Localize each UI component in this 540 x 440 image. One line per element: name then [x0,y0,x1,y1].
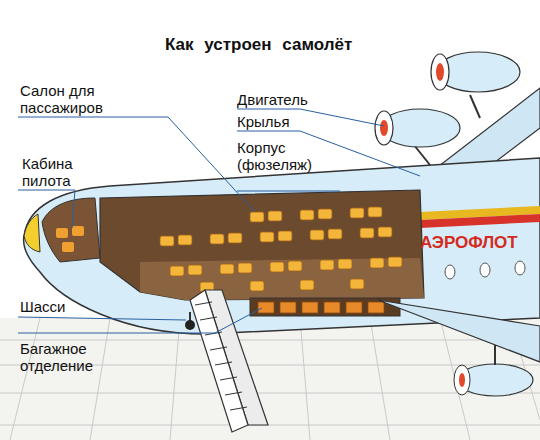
part-label: Крылья [237,113,367,130]
ground-grid [0,318,540,440]
part-label: Салон для пассажиров [20,82,180,116]
part-label: Кабина пилота [22,155,102,189]
nose-cone [24,214,40,252]
cargo-hold [250,298,400,316]
lower-wing [378,300,540,396]
engine [375,52,520,147]
fuselage [24,158,540,334]
cockpit-cutaway [42,198,100,262]
window [445,261,525,279]
part-label: Багажное отделение [20,340,130,374]
diagram-title: Как устроен самолёт [165,36,465,53]
passenger-cabin [100,190,424,300]
part-label: Шасси [20,298,140,315]
part-label: Двигатель [237,91,367,108]
part-label: Корпус (фюзеляж) [237,139,337,173]
airline-livery-text: АЭРОФЛОТ [420,234,540,251]
leader-line [18,109,420,333]
landing-gear [185,312,195,330]
